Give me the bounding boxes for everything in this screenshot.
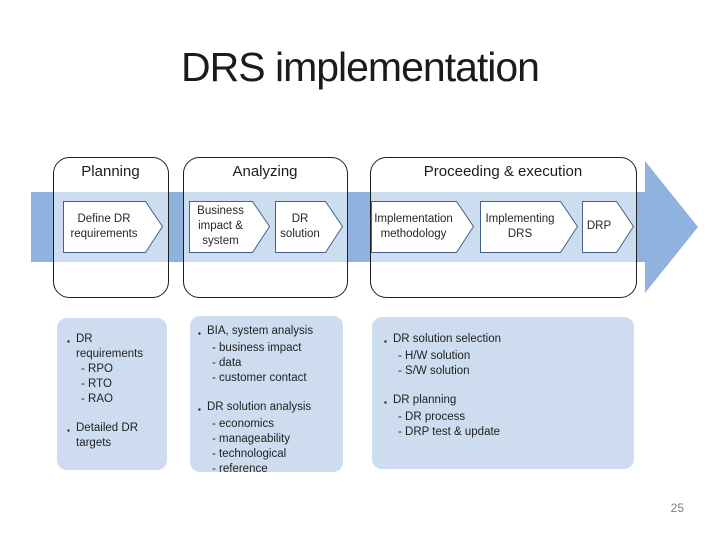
detail-sub-item: - data — [212, 357, 242, 369]
detail-group: ▪ Detailed DR targets — [67, 421, 151, 451]
slide-title: DRS implementation — [181, 44, 540, 90]
page-number: 25 — [670, 501, 684, 515]
detail-item: ▪ DR solution analysis — [198, 400, 337, 417]
bullet-icon: ▪ — [384, 398, 387, 407]
step-label-business-impact-system: Business impact & system — [197, 205, 244, 247]
bullet-icon: ▪ — [67, 337, 70, 346]
proceeding-detail-box: ▪ DR solution selection - H/W solution -… — [372, 317, 634, 469]
phase-label-planning: Planning — [81, 163, 140, 180]
detail-sub-item: - manageability — [212, 433, 290, 445]
step-label-drp: DRP — [586, 220, 612, 233]
detail-sub-item: - customer contact — [212, 372, 307, 384]
detail-group: ▪ BIA, system analysis - business impact… — [198, 324, 337, 386]
bullet-icon: ▪ — [67, 426, 70, 435]
detail-sub-item: - technological — [212, 448, 287, 460]
detail-group: ▪ DR solution analysis - economics - man… — [198, 400, 337, 477]
detail-sub-item: - DRP test & update — [398, 426, 501, 438]
step-label-define-dr-requirements: Define DR requirements — [70, 212, 138, 240]
detail-sub-item: - reference — [212, 463, 268, 475]
detail-item: ▪ DR planning — [384, 393, 624, 410]
detail-item: ▪ DR solution selection — [384, 332, 624, 349]
detail-item-title: DR solution analysis — [207, 401, 312, 413]
analyzing-detail-box: ▪ BIA, system analysis - business impact… — [190, 316, 343, 475]
chevron-drp — [582, 201, 635, 253]
detail-item-title: DR planning — [393, 394, 457, 406]
chevron-define-dr-requirements — [63, 201, 164, 253]
detail-sub-item: - economics — [212, 418, 274, 430]
detail-sub-item: - RTO — [81, 378, 112, 390]
detail-sub-item: - RPO — [81, 363, 113, 375]
detail-item-title: Detailed DR targets — [76, 422, 138, 449]
chevron-implementation-methodology — [371, 201, 475, 253]
bullet-icon: ▪ — [198, 329, 201, 338]
chevron-dr-solution — [275, 201, 344, 253]
detail-sub-item: - DR process — [398, 411, 466, 423]
detail-item-title: DR solution selection — [393, 333, 502, 345]
detail-group: ▪ DR requirements - RPO - RTO - RAO — [67, 332, 151, 407]
detail-item-title: BIA, system analysis — [207, 325, 314, 337]
detail-item: ▪ DR requirements — [67, 332, 151, 362]
chevron-implementing-drs — [480, 201, 579, 253]
detail-item: ▪ BIA, system analysis — [198, 324, 337, 341]
detail-group: ▪ DR planning - DR process - DRP test & … — [384, 393, 624, 440]
bullet-icon: ▪ — [198, 405, 201, 414]
step-label-dr-solution: DR solution — [280, 212, 320, 240]
detail-sub-item: - business impact — [212, 342, 302, 354]
planning-detail-box: ▪ DR requirements - RPO - RTO - RAO ▪ De… — [57, 318, 167, 470]
phase-label-proceeding: Proceeding & execution — [423, 163, 583, 180]
detail-sub-item: - S/W solution — [398, 365, 470, 377]
detail-group: ▪ DR solution selection - H/W solution -… — [384, 332, 624, 379]
phase-label-analyzing: Analyzing — [232, 163, 298, 180]
step-label-implementation-methodology: Implementation methodology — [374, 212, 453, 240]
detail-item: ▪ Detailed DR targets — [67, 421, 151, 451]
detail-sub-item: - RAO — [81, 393, 113, 405]
detail-item-title: DR requirements — [76, 333, 144, 360]
bullet-icon: ▪ — [384, 337, 387, 346]
step-label-implementing-drs: Implementing DRS — [485, 212, 555, 240]
chevron-business-impact-system — [189, 201, 271, 253]
detail-sub-item: - H/W solution — [398, 350, 471, 362]
